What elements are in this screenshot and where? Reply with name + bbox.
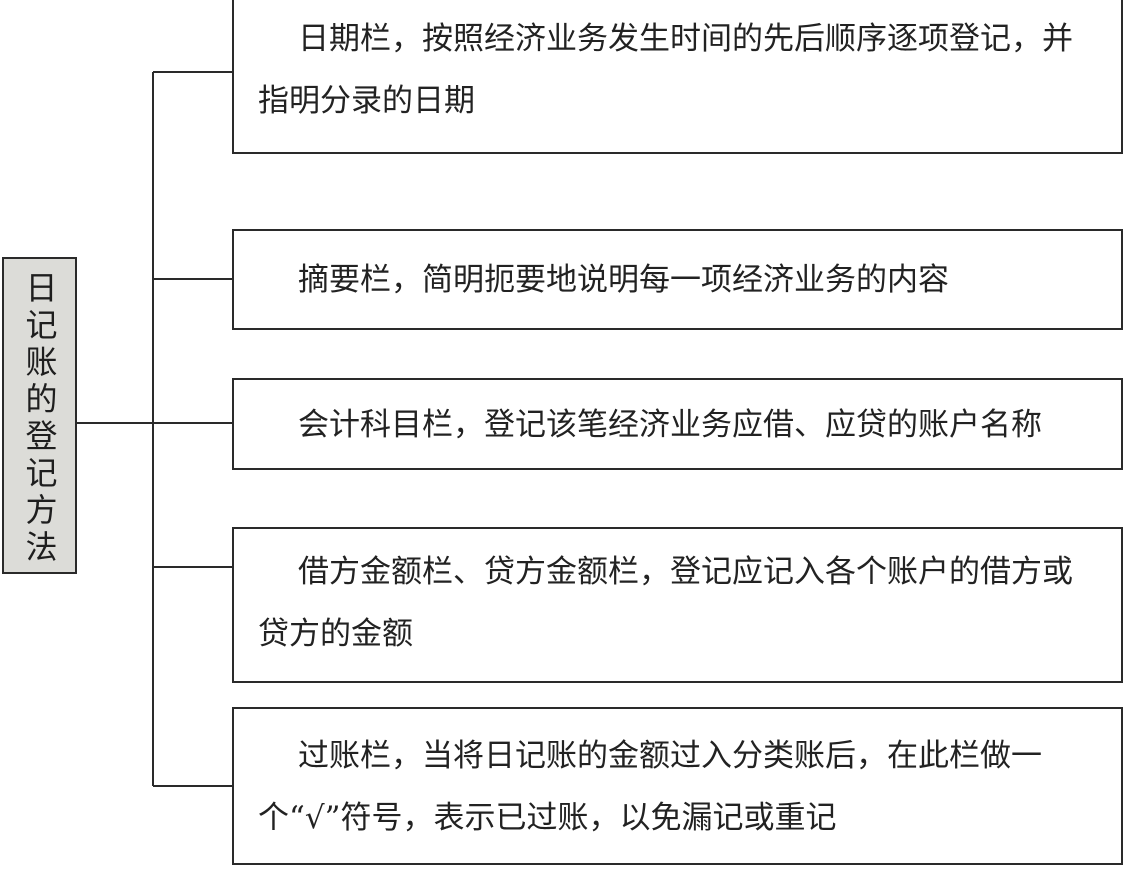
branch-text-debit-credit-column: 借方金额栏、贷方金额栏，登记应记入各个账户的借方或贷方的金额: [258, 554, 1073, 652]
branch-node-account-title-column: 会计科目栏，登记该笔经济业务应借、应贷的账户名称: [232, 378, 1123, 470]
branch-text-account-title-column: 会计科目栏，登记该笔经济业务应借、应贷的账户名称: [298, 407, 1042, 443]
branch-node-posting-column: 过账栏，当将日记账的金额过入分类账后，在此栏做一个“√”符号，表示已过账，以免漏…: [232, 707, 1123, 865]
branch-text-posting-column: 过账栏，当将日记账的金额过入分类账后，在此栏做一个“√”符号，表示已过账，以免漏…: [258, 738, 1042, 836]
root-node: 日记账的登记方法: [2, 257, 77, 574]
branch-node-summary-column: 摘要栏，简明扼要地说明每一项经济业务的内容: [232, 229, 1123, 330]
branch-node-date-column: 日期栏，按照经济业务发生时间的先后顺序逐项登记，并指明分录的日期: [232, 0, 1123, 154]
root-label: 日记账的登记方法: [20, 271, 59, 567]
branch-node-debit-credit-column: 借方金额栏、贷方金额栏，登记应记入各个账户的借方或贷方的金额: [232, 527, 1123, 683]
branch-text-summary-column: 摘要栏，简明扼要地说明每一项经济业务的内容: [298, 262, 949, 298]
branch-text-date-column: 日期栏，按照经济业务发生时间的先后顺序逐项登记，并指明分录的日期: [258, 21, 1073, 119]
